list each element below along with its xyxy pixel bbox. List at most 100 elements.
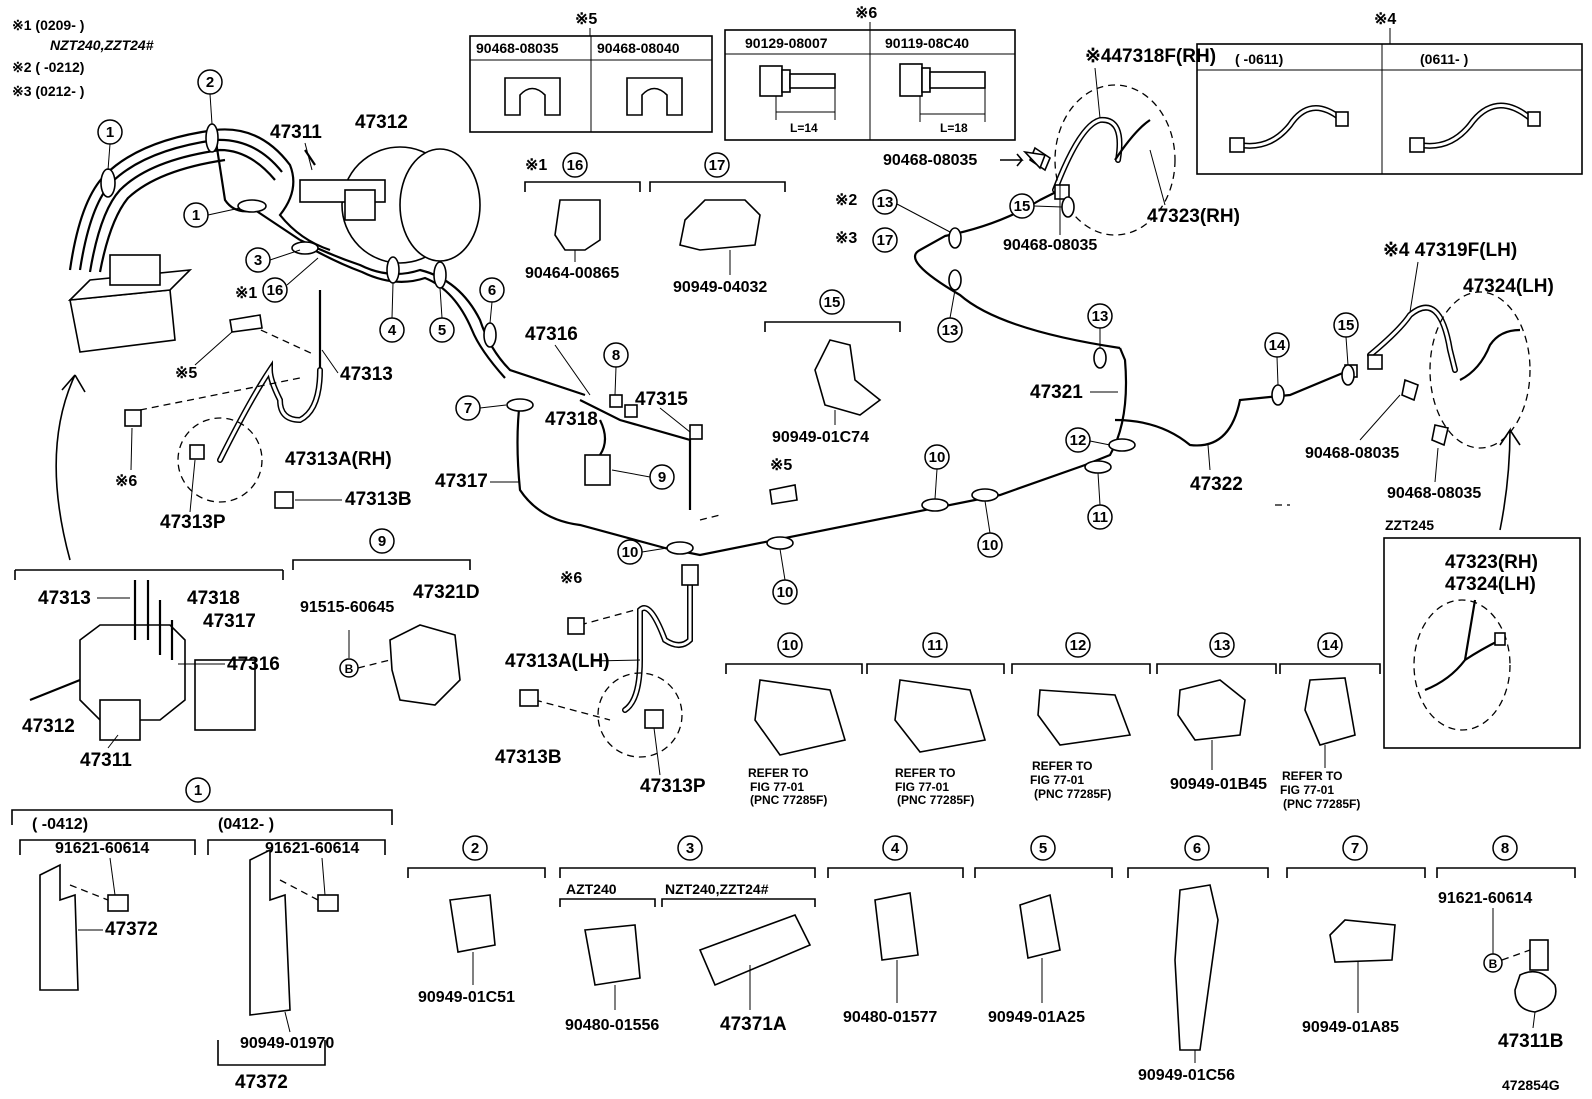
callout-17: 17 (872, 227, 898, 253)
svg-text:13: 13 (877, 194, 894, 211)
svg-text:90949-01A25: 90949-01A25 (988, 1009, 1085, 1026)
clamp-1-v2: (0412- ) (218, 816, 274, 833)
label-47315: 47315 (635, 389, 688, 410)
clip-icon (644, 709, 664, 729)
svg-text:8: 8 (612, 347, 620, 364)
callout-4: 4 (379, 282, 405, 343)
shim-icon (626, 77, 683, 116)
svg-text:1: 1 (194, 782, 202, 799)
note-3: ※3 (0212- ) (12, 83, 84, 99)
svg-text:3: 3 (254, 252, 262, 269)
box-x5-col1: 90468-08035 (476, 40, 559, 56)
label-47313b-2: 47313B (495, 747, 562, 768)
inset-label-47313: 47313 (38, 588, 91, 609)
union-icon (624, 404, 638, 418)
label-90464-00865: 90464-00865 (525, 265, 619, 282)
label-47316: 47316 (525, 324, 578, 345)
svg-text:(PNC 77285F): (PNC 77285F) (897, 793, 974, 807)
callout-10: 10 (617, 539, 668, 565)
callout-15: 15 (1009, 193, 1063, 219)
zzt245-l2: 47324(LH) (1445, 574, 1536, 595)
inset-label-47311: 47311 (80, 750, 132, 771)
box-x4-col1: ( -0611) (1235, 51, 1283, 67)
line-clamp-markers (100, 123, 1355, 555)
note-1: ※1 (0209- ) (12, 17, 84, 33)
note-2: ※2 ( -0212) (12, 59, 84, 75)
svg-text:91621-60614: 91621-60614 (55, 840, 149, 857)
label-91515-60645: 91515-60645 (300, 599, 394, 616)
union-icon (681, 564, 699, 586)
note-1-models: NZT240,ZZT24# (50, 37, 154, 53)
union-icon (609, 394, 623, 408)
svg-text:AZT240: AZT240 (566, 881, 617, 897)
clamp-3-detail: 3 AZT240 NZT240,ZZT24# 90480-01556 47371… (559, 835, 816, 1035)
label-90468-08035-b: 90468-08035 (1003, 237, 1097, 254)
label-90468-08035-d: 90468-08035 (1387, 485, 1481, 502)
callout-14: 14 (1264, 332, 1290, 386)
clamp-1-detail: 1 ( -0412) (0412- ) 91621-60614 91621-60… (11, 777, 393, 1093)
brake-hose-icon (1229, 105, 1349, 153)
label-47322: 47322 (1190, 474, 1243, 495)
label-47324-lh: 47324(LH) (1463, 276, 1554, 297)
clamp-13-detail: 13 90949-01B45 (1156, 632, 1277, 793)
union-icon (689, 424, 703, 440)
svg-text:2: 2 (471, 840, 479, 857)
label-47321: 47321 (1030, 382, 1083, 403)
zzt245-box: ZZT245 47323(RH) 47324(LH) (1383, 517, 1581, 749)
shim-icon (229, 314, 263, 333)
clamp-5-detail: 5 90949-01A25 (974, 835, 1113, 1026)
svg-text:11: 11 (1092, 509, 1108, 526)
callout-10: 10 (924, 444, 950, 500)
svg-text:10: 10 (622, 544, 639, 561)
callout-16: 16 (262, 257, 319, 303)
callout-10: 10 (772, 548, 798, 605)
label-90949-04032: 90949-04032 (673, 279, 767, 296)
inset-label-47318: 47318 (187, 588, 240, 609)
svg-text:2: 2 (206, 74, 214, 91)
svg-text:REFER TO: REFER TO (1282, 769, 1342, 783)
svg-text:13: 13 (1214, 637, 1231, 654)
mark-x2: ※2 (835, 192, 857, 209)
svg-text:(PNC 77285F): (PNC 77285F) (1283, 797, 1360, 811)
clamp-bracket-icon (39, 863, 79, 991)
svg-text:17: 17 (877, 232, 894, 249)
main-small-parts (124, 146, 1449, 729)
mark-x6: ※6 (115, 473, 137, 490)
svg-text:16: 16 (267, 282, 284, 299)
bolt-icon (317, 894, 339, 912)
clamp-2-detail: 2 90949-01C51 (407, 835, 546, 1006)
callout-2: 2 (197, 69, 223, 125)
callout-12: 12 (1065, 427, 1111, 453)
box-x4-col2: (0611- ) (1420, 51, 1468, 67)
svg-text:4: 4 (388, 322, 397, 339)
box-x4-marker: ※4 (1374, 11, 1396, 28)
zzt245-title: ZZT245 (1385, 517, 1434, 533)
svg-text:47311B: 47311B (1498, 1031, 1564, 1052)
label-47313p-2: 47313P (640, 776, 706, 797)
svg-text:90949-01C56: 90949-01C56 (1138, 1067, 1235, 1084)
label-47319f-lh: ※4 47319F(LH) (1383, 240, 1517, 261)
clip-15-detail: 15 90949-01C74 (764, 289, 901, 446)
svg-text:REFER TO: REFER TO (1032, 759, 1092, 773)
bolt-icon (124, 409, 142, 427)
inset-label-47312: 47312 (22, 716, 75, 737)
box-x5: ※5 90468-08035 90468-08040 (469, 11, 713, 133)
callout-10: 10 (977, 500, 1003, 558)
svg-text:6: 6 (488, 282, 496, 299)
clip-16-detail: ※1 16 90464-00865 (524, 152, 641, 282)
mark-x5b: ※5 (770, 457, 792, 474)
svg-text:47371A: 47371A (720, 1014, 787, 1035)
clamp-4-detail: 4 90480-01577 (827, 835, 964, 1026)
callout-3: 3 (245, 247, 301, 273)
union-icon (1054, 184, 1070, 200)
zzt245-l1: 47323(RH) (1445, 552, 1538, 573)
svg-text:10: 10 (929, 449, 946, 466)
svg-text:15: 15 (1014, 198, 1031, 215)
bolt-icon (519, 689, 539, 707)
clamp-14-detail: 14 REFER TO FIG 77-01 (PNC 77285F) (1279, 632, 1381, 811)
mark-x1: ※1 (235, 285, 257, 302)
svg-text:90949-01970: 90949-01970 (240, 1035, 334, 1052)
mark-x1-16: ※1 (525, 157, 547, 174)
svg-text:FIG 77-01: FIG 77-01 (1280, 783, 1334, 797)
